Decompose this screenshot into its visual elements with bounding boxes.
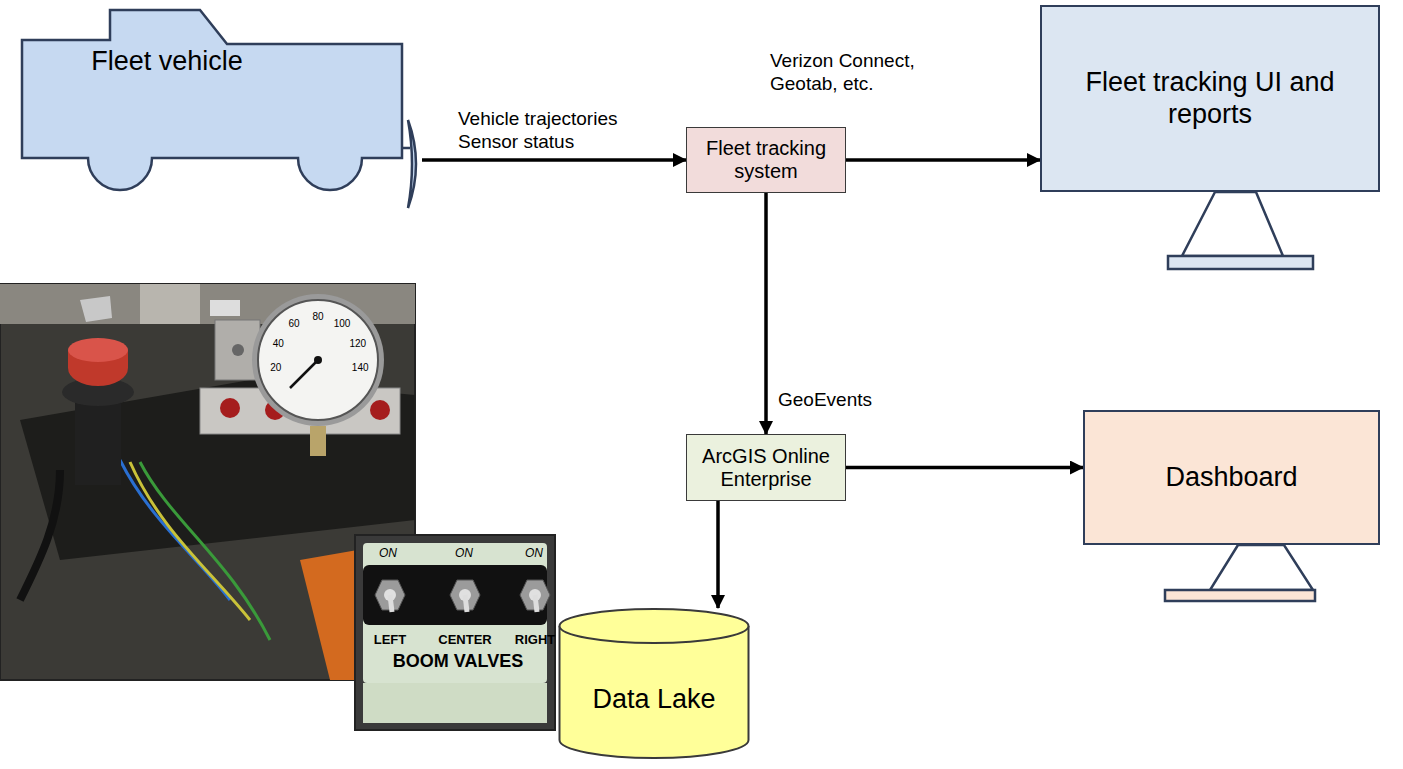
switch-label: CENTER — [438, 632, 491, 648]
switch-label: ON — [455, 546, 473, 560]
gauge-number: 40 — [273, 338, 284, 350]
boom-valve-switch-photo — [355, 535, 555, 730]
database-cylinder: Data Lake — [558, 608, 750, 758]
panel-title: BOOM VALVES — [393, 651, 523, 673]
process-box: ArcGIS Online Enterprise — [686, 434, 846, 501]
control-panel-photo — [0, 284, 415, 680]
gauge-number: 20 — [270, 362, 281, 374]
gauge-number: 60 — [288, 318, 299, 330]
cylinder-outline — [558, 608, 750, 758]
monitor-screen: Fleet tracking UI and reports — [1040, 5, 1380, 192]
arrow-connector — [422, 158, 686, 162]
process-box: Fleet tracking system — [686, 127, 846, 193]
monitor-stand — [1165, 545, 1315, 601]
gauge-number: 80 — [312, 311, 323, 323]
node-text: Dashboard — [1165, 462, 1297, 493]
node-text: ArcGIS Online Enterprise — [696, 445, 836, 491]
arrow-connector — [846, 158, 1040, 162]
arrow-connector — [716, 501, 720, 608]
vendor-note: Verizon Connect, Geotab, etc. — [770, 50, 945, 96]
monitor-stand — [1168, 192, 1313, 269]
vehicle-outline — [22, 8, 422, 218]
node-text: Fleet tracking system — [696, 137, 836, 183]
switch-label: ON — [525, 546, 543, 560]
node-text: Data Lake — [592, 684, 715, 715]
edge-label: Vehicle trajectories Sensor status — [456, 108, 645, 154]
vehicle-shape: Fleet vehicle — [22, 8, 422, 218]
node-text: Fleet tracking UI and reports — [1085, 67, 1335, 129]
switch-label: LEFT — [374, 632, 407, 648]
node-text: Fleet vehicle — [62, 46, 272, 77]
edge-label: GeoEvents — [776, 389, 874, 412]
arrow-connector — [764, 193, 768, 434]
switch-label: RIGHT — [515, 632, 555, 648]
vehicle-bumper — [402, 120, 416, 208]
monitor-screen: Dashboard — [1083, 410, 1380, 545]
switch-label: ON — [379, 546, 397, 560]
gauge-number: 120 — [349, 338, 366, 350]
gauge-number: 140 — [352, 362, 369, 374]
arrow-connector — [846, 466, 1083, 470]
vehicle-body — [22, 10, 402, 190]
gauge-number: 100 — [334, 318, 351, 330]
